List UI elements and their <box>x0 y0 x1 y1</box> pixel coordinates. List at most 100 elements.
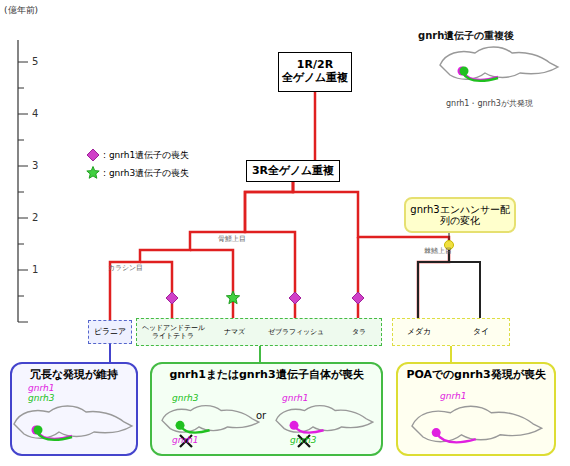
axis-tick <box>18 166 28 167</box>
diagram-node: ヘッドアンドテール ライトテトラナマズゼブラフィッシュタラ <box>136 318 382 346</box>
diagram-label: 4 <box>32 108 38 119</box>
tree-connector <box>245 182 295 318</box>
axis-tick <box>18 140 24 141</box>
node-text: 冗長な発現が維持 <box>30 369 118 382</box>
tree-branch <box>418 245 449 318</box>
neuron-soma <box>176 421 185 430</box>
legend-row: : gnrh1遺伝子の喪失 <box>86 146 189 164</box>
diagram-label: (億年前) <box>4 6 38 16</box>
diagram-label: or <box>256 410 266 421</box>
gnrh1-loss-marker <box>289 292 301 304</box>
diagram-label: gnrh1 <box>440 392 467 402</box>
diagram-label: 骨鰾上目 <box>218 236 246 244</box>
neuron-projection <box>462 72 498 81</box>
diagram-label: gnrh3 <box>290 436 317 446</box>
legend-symbol <box>87 167 99 179</box>
brain-outline <box>412 406 542 442</box>
diagram-label: 3 <box>32 160 38 171</box>
tree-branch <box>140 262 172 318</box>
gnrh3-loss-marker <box>226 291 239 304</box>
diagram-label: gnrh1・gnrh3が共発現 <box>446 100 533 109</box>
neuron-projection <box>294 425 324 432</box>
legend-row: : gnrh3遺伝子の喪失 <box>86 164 189 182</box>
neuron-projection <box>36 430 72 439</box>
node-text: ピラニア <box>94 327 126 336</box>
neuron-projection <box>180 425 210 432</box>
diagram-node: gnrh3エンハンサー配列の変化 <box>404 197 516 233</box>
diagram-label: 2 <box>32 212 38 223</box>
diagram-label: gnrh1 <box>28 384 55 394</box>
tree-connector <box>450 346 452 362</box>
axis-tick <box>18 218 28 219</box>
gnrh1-loss-marker <box>352 292 364 304</box>
axis-tick <box>18 244 24 245</box>
node-text: ゼブラフィッシュ <box>263 328 329 336</box>
neuron-soma <box>34 426 43 435</box>
diagram-node: POAでのgnrh3発現が喪失 <box>396 362 556 456</box>
diagram-label: gnrh1 <box>172 436 199 446</box>
neuron-soma <box>290 421 299 430</box>
node-text: gnrh1またはgnrh3遺伝子自体が喪失 <box>169 369 363 382</box>
diagram-label: 棘鰭上目 <box>424 248 452 256</box>
legend-swatch <box>86 148 100 162</box>
diagram-label: カラシン目 <box>108 265 143 273</box>
tree-branch <box>190 250 233 318</box>
neuron-projection <box>36 431 72 440</box>
tree-branch <box>357 237 360 318</box>
diagram-label: gnrh3 <box>28 394 55 404</box>
diagram-node: 冗長な発現が維持 <box>10 362 138 456</box>
time-axis <box>17 40 18 322</box>
diagram-label: gnrh1 <box>282 394 309 404</box>
node-text: タラ <box>326 328 392 336</box>
brain-illustration <box>412 406 542 442</box>
gnrh1-loss-marker <box>166 292 178 304</box>
node-text: メダカ <box>399 327 439 336</box>
neuron-projection <box>436 433 476 443</box>
axis-tick <box>18 114 28 115</box>
node-text: 3R全ゲノム重複 <box>252 165 334 178</box>
tree-connector <box>110 182 293 320</box>
brain-illustration <box>162 406 259 433</box>
brain-outline <box>162 406 259 432</box>
brain-illustration <box>440 47 558 81</box>
node-text: タイ <box>461 327 501 336</box>
axis-tick <box>18 192 24 193</box>
neuron-projection <box>462 71 498 80</box>
tree-branch <box>449 262 480 318</box>
brain-outline <box>14 406 132 438</box>
node-text: gnrh3エンハンサー配列の変化 <box>406 204 514 227</box>
neuron-soma <box>432 428 441 437</box>
axis-tick <box>18 62 28 63</box>
neuron-soma <box>32 426 41 435</box>
axis-tick <box>18 296 24 297</box>
diagram-label: gnrh遺伝子の重複後 <box>418 30 514 41</box>
neuron-soma <box>458 67 467 76</box>
legend-text: : gnrh3遺伝子の喪失 <box>103 167 189 180</box>
axis-tick <box>18 270 28 271</box>
brain-outline <box>276 406 373 432</box>
axis-tick <box>18 322 28 323</box>
diagram-node: メダカ タイ <box>392 318 510 346</box>
node-text: ヘッドアンドテール ライトテトラ <box>140 324 206 340</box>
tree-connector <box>109 344 111 362</box>
diagram-label: 1 <box>32 264 38 275</box>
diagram-label: gnrh3 <box>172 394 199 404</box>
tree-connector <box>314 92 317 160</box>
legend-symbol <box>87 149 99 161</box>
callout-leader <box>449 233 450 241</box>
diagram-node: ピラニア <box>88 320 132 344</box>
axis-tick <box>18 88 24 89</box>
brain-illustration <box>276 406 373 433</box>
legend-text: : gnrh1遺伝子の喪失 <box>103 149 189 162</box>
legend-swatch <box>86 166 100 180</box>
node-text: POAでのgnrh3発現が喪失 <box>406 369 545 382</box>
tree-connector <box>259 346 261 362</box>
diagram-label: 5 <box>32 56 38 67</box>
diagram-node: 1R/2R 全ゲノム重複 <box>278 52 352 92</box>
neuron-soma <box>460 67 469 76</box>
diagram-node: 3R全ゲノム重複 <box>246 160 340 182</box>
node-text: 1R/2R 全ゲノム重複 <box>279 59 351 84</box>
legend: : gnrh1遺伝子の喪失 : gnrh3遺伝子の喪失 <box>86 146 189 182</box>
node-text: ナマズ <box>201 328 267 336</box>
brain-outline <box>440 47 558 79</box>
